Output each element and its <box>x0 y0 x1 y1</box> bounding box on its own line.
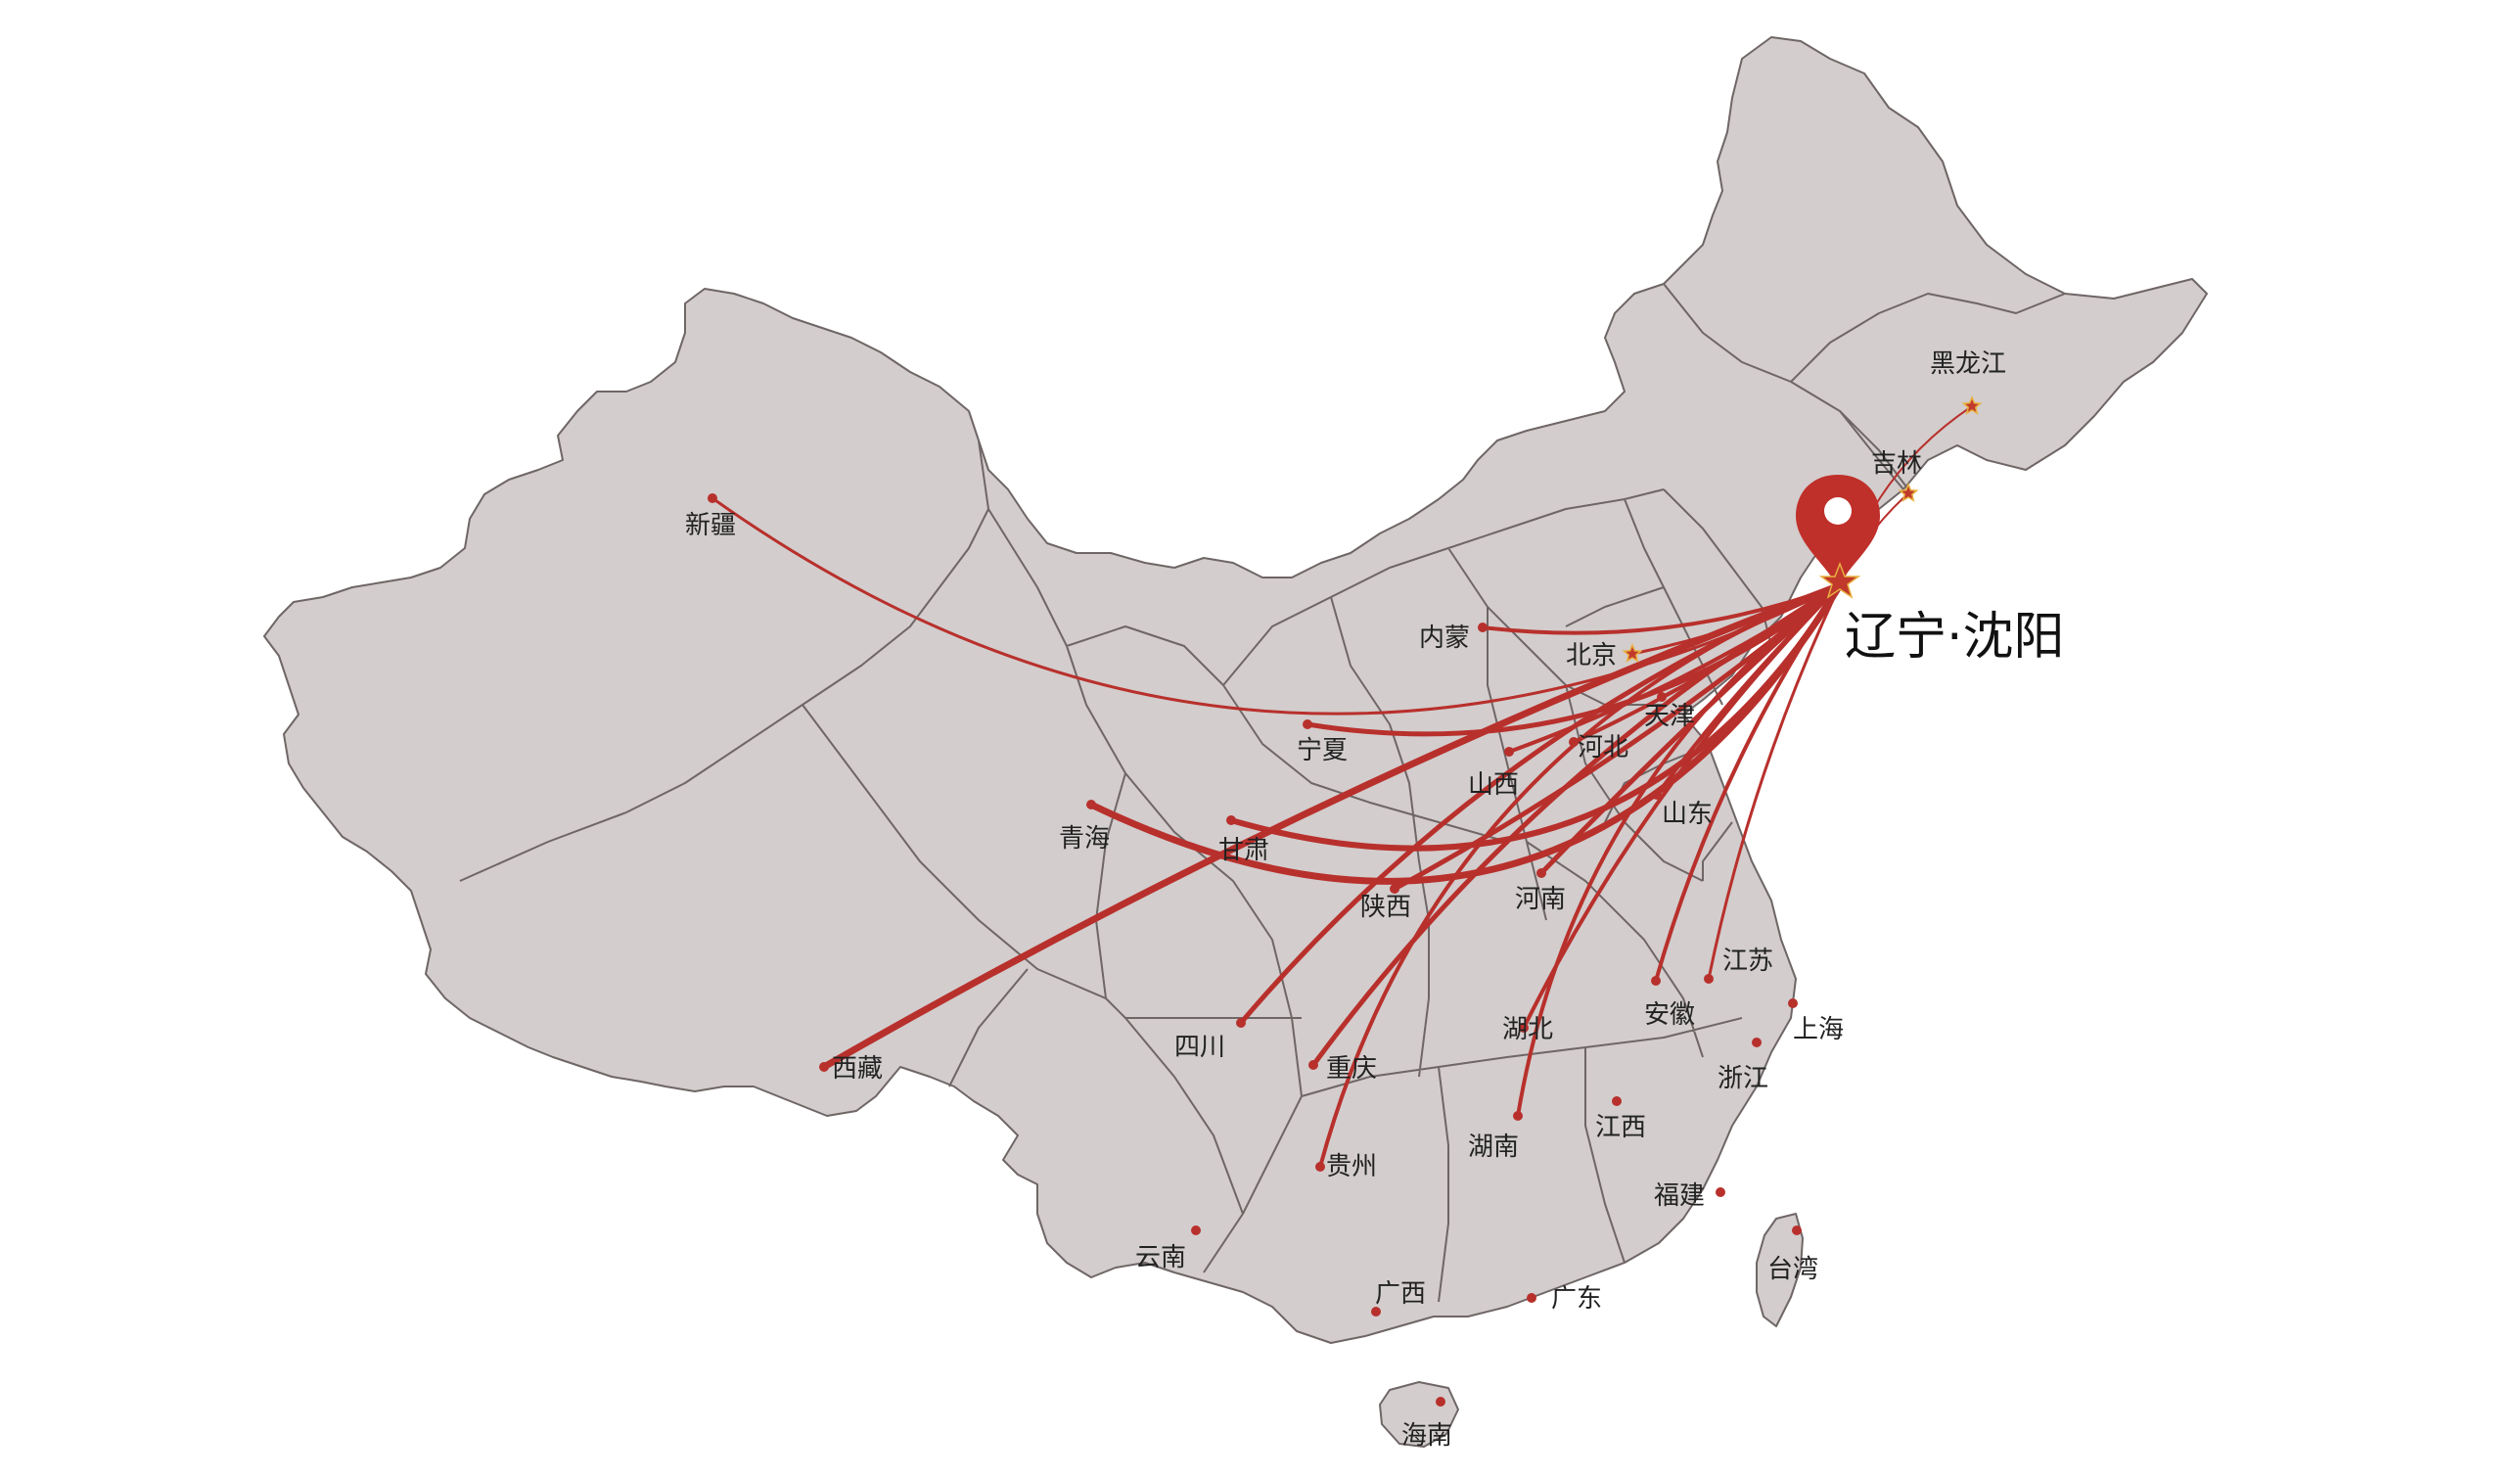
label-chongqing: 重庆 <box>1326 1054 1377 1084</box>
dot-shanghai <box>1788 998 1798 1008</box>
routes-layer <box>710 405 1973 1169</box>
dot-guizhou <box>1315 1162 1325 1172</box>
label-shanxi: 山西 <box>1468 770 1519 800</box>
label-hunan: 湖南 <box>1468 1132 1519 1162</box>
star-icon-beijing <box>1622 643 1643 663</box>
dot-fujian <box>1716 1187 1725 1197</box>
route-anhui <box>1654 583 1842 983</box>
origin-label: 辽宁·沈阳 <box>1845 608 2065 667</box>
route-xizang <box>820 581 1844 1071</box>
dot-sichuan <box>1236 1018 1246 1028</box>
route-jiangsu <box>1707 583 1842 981</box>
dot-qinghai <box>1086 800 1096 809</box>
map-pin-icon <box>1796 475 1880 587</box>
origin-star-icon <box>1818 561 1861 599</box>
dot-jiangxi <box>1612 1096 1622 1106</box>
origin-pin <box>1796 475 1880 599</box>
dot-hainan <box>1436 1397 1445 1407</box>
label-gansu: 甘肃 <box>1218 836 1269 865</box>
route-gansu <box>1228 582 1843 852</box>
label-shaanxi: 陕西 <box>1360 893 1411 922</box>
dot-anhui <box>1651 976 1661 986</box>
route-hunan <box>1516 583 1842 1118</box>
label-hebei: 河北 <box>1578 733 1628 763</box>
route-chongqing <box>1310 582 1843 1068</box>
dot-shanxi <box>1504 747 1514 757</box>
dot-guangxi <box>1371 1307 1381 1317</box>
label-ningxia: 宁夏 <box>1297 736 1348 765</box>
star-icon-jilin <box>1898 483 1919 502</box>
land-layer <box>263 36 2208 1448</box>
label-shanghai: 上海 <box>1793 1015 1844 1044</box>
label-jiangxi: 江西 <box>1595 1113 1646 1142</box>
label-guangdong: 广东 <box>1551 1284 1602 1314</box>
label-anhui: 安徽 <box>1644 1000 1695 1030</box>
dot-zhejiang <box>1752 1038 1762 1047</box>
label-sichuan: 四川 <box>1174 1033 1225 1062</box>
mainland-outline <box>263 36 2208 1344</box>
dot-taiwan <box>1792 1225 1802 1235</box>
province-borders <box>459 283 2066 1303</box>
map-pin-hole <box>1824 497 1852 525</box>
dot-guangdong <box>1527 1293 1536 1303</box>
dot-chongqing <box>1308 1060 1318 1070</box>
label-guangxi: 广西 <box>1375 1279 1426 1309</box>
label-hubei: 湖北 <box>1502 1015 1553 1044</box>
dot-shaanxi <box>1390 884 1399 894</box>
label-henan: 河南 <box>1515 885 1566 914</box>
dot-gansu <box>1226 815 1236 825</box>
route-xinjiang <box>710 496 1842 716</box>
dot-neimenggu <box>1478 623 1488 632</box>
label-yunnan: 云南 <box>1135 1243 1186 1272</box>
markers-layer <box>708 395 1983 1407</box>
dot-hubei <box>1519 1023 1529 1033</box>
dot-hebei <box>1569 737 1579 747</box>
label-tianjin: 天津 <box>1644 702 1695 731</box>
dot-shandong <box>1652 790 1662 800</box>
label-xizang: 西藏 <box>832 1054 883 1084</box>
label-hainan: 海南 <box>1401 1421 1452 1451</box>
dot-hunan <box>1513 1111 1523 1121</box>
label-neimenggu: 内蒙 <box>1419 624 1470 653</box>
label-xinjiang: 新疆 <box>685 511 736 540</box>
dot-henan <box>1536 868 1546 878</box>
label-guizhou: 贵州 <box>1326 1152 1377 1181</box>
dot-xinjiang <box>708 493 717 503</box>
label-zhejiang: 浙江 <box>1718 1064 1768 1093</box>
label-heilongjiang: 黑龙江 <box>1930 349 2006 379</box>
dot-yunnan <box>1191 1225 1201 1235</box>
star-icon-heilongjiang <box>1961 395 1983 415</box>
dot-xizang <box>819 1062 829 1072</box>
route-henan <box>1538 582 1843 876</box>
label-fujian: 福建 <box>1654 1181 1705 1211</box>
dot-ningxia <box>1303 719 1312 729</box>
label-qinghai: 青海 <box>1059 824 1110 854</box>
dot-tianjin <box>1657 692 1667 702</box>
label-beijing: 北京 <box>1566 641 1617 670</box>
label-shandong: 山东 <box>1662 800 1713 829</box>
label-jilin: 吉林 <box>1871 449 1922 479</box>
label-jiangsu: 江苏 <box>1722 947 1773 976</box>
route-guizhou <box>1318 583 1842 1169</box>
dot-jiangsu <box>1704 974 1714 984</box>
label-taiwan: 台湾 <box>1767 1255 1818 1284</box>
